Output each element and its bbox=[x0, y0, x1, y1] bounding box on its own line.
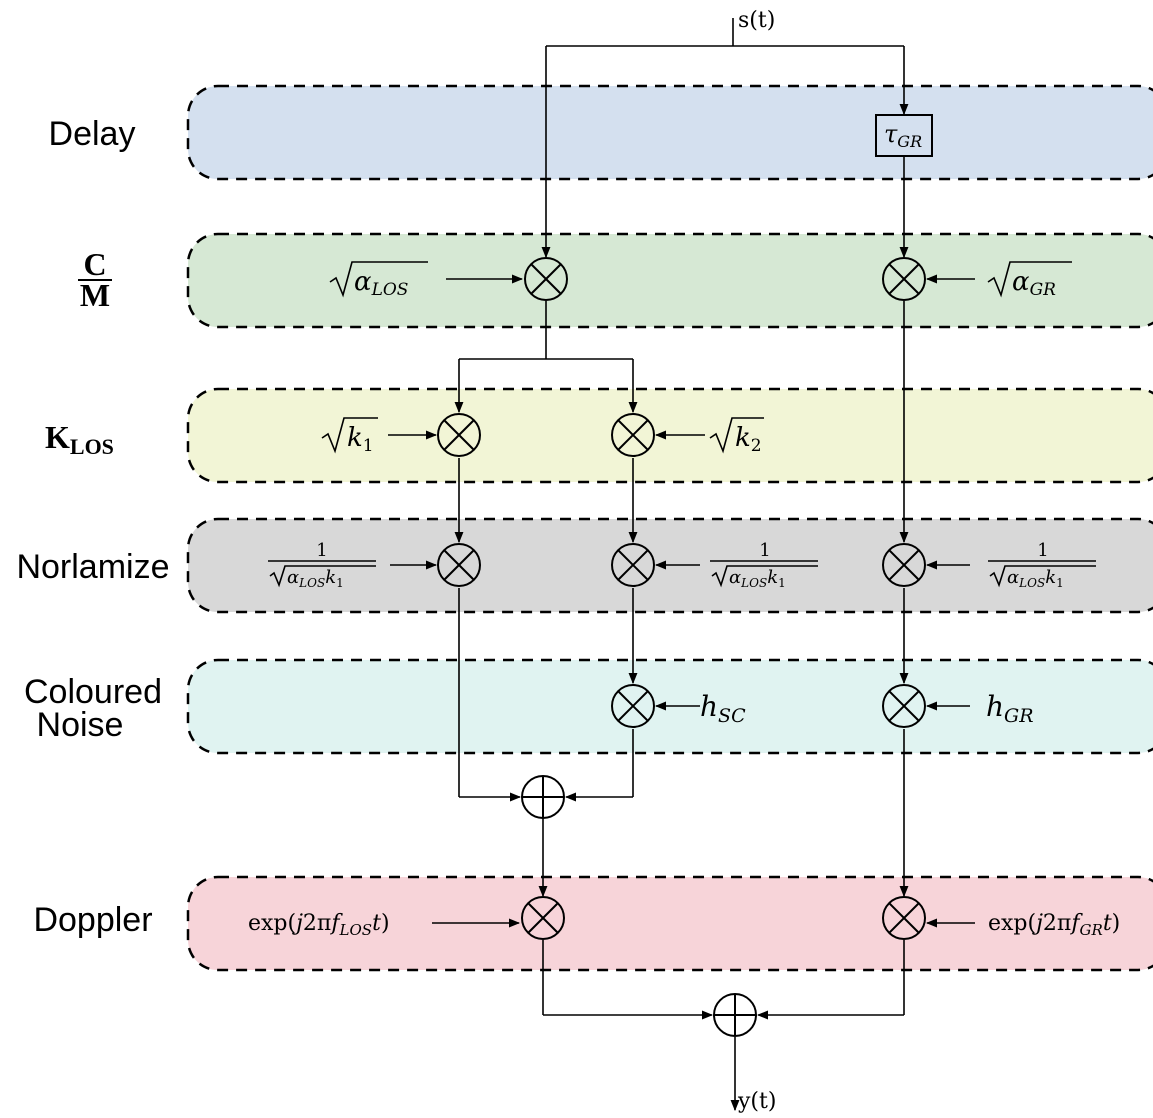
svg-text:αLOSk1: αLOSk1 bbox=[287, 567, 344, 590]
gain-doppler-los: exp(j2πfLOSt) bbox=[248, 911, 390, 939]
multiplier-icon bbox=[882, 684, 926, 728]
stage-label-doppler: Doppler bbox=[33, 901, 152, 939]
stage-label-coloured: Coloured bbox=[24, 673, 162, 711]
gain-sqrt-k2: k2 bbox=[709, 417, 764, 456]
multiplier-icon bbox=[524, 257, 568, 301]
delay-block bbox=[875, 114, 933, 157]
multiplier-icon bbox=[437, 543, 481, 587]
multiplier-icon bbox=[611, 543, 655, 587]
multiplier-icon bbox=[882, 257, 926, 301]
gain-h-gr: hGR bbox=[986, 690, 1034, 727]
svg-text:αLOSk1: αLOSk1 bbox=[1007, 567, 1064, 590]
stage-label-klos: KLOS bbox=[45, 419, 114, 459]
svg-text:αLOS: αLOS bbox=[354, 267, 408, 300]
output-label: y(t) bbox=[737, 1089, 776, 1114]
stage-label-cm-top: C bbox=[83, 246, 106, 282]
multiplier-icon bbox=[882, 896, 926, 940]
delay-block-label: τGR bbox=[884, 120, 922, 151]
multiplier-icon bbox=[611, 413, 655, 457]
svg-text:αGR: αGR bbox=[1012, 267, 1056, 300]
multiplier-icon bbox=[521, 896, 565, 940]
stage-label-noise: Noise bbox=[37, 706, 124, 744]
band-delay bbox=[186, 84, 1153, 181]
input-label: s(t) bbox=[738, 8, 775, 33]
gain-normalize-2: 1 αLOSk1 bbox=[710, 540, 818, 590]
adder-icon bbox=[521, 775, 565, 819]
stage-label-cm-bottom: M bbox=[80, 277, 110, 313]
gain-doppler-gr: exp(j2πfGRt) bbox=[988, 911, 1120, 939]
svg-text:k2: k2 bbox=[735, 423, 762, 456]
svg-text:1: 1 bbox=[759, 540, 770, 561]
svg-text:αLOSk1: αLOSk1 bbox=[729, 567, 786, 590]
gain-sqrt-alpha-gr: αGR bbox=[987, 261, 1072, 300]
stage-label-normalize: Norlamize bbox=[16, 548, 169, 586]
svg-text:k1: k1 bbox=[347, 423, 374, 456]
multiplier-icon bbox=[882, 543, 926, 587]
svg-text:1: 1 bbox=[1037, 540, 1048, 561]
band-cm bbox=[186, 232, 1153, 329]
gain-sqrt-alpha-los: αLOS bbox=[329, 261, 428, 300]
stage-label-delay: Delay bbox=[49, 115, 136, 153]
multiplier-icon bbox=[437, 413, 481, 457]
multiplier-icon bbox=[611, 684, 655, 728]
gain-normalize-3: 1 αLOSk1 bbox=[988, 540, 1096, 590]
adder-icon bbox=[713, 993, 757, 1037]
band-doppler bbox=[186, 875, 1153, 972]
svg-text:1: 1 bbox=[316, 540, 327, 561]
gain-h-sc: hSC bbox=[700, 690, 746, 727]
gain-sqrt-k1: k1 bbox=[321, 417, 378, 456]
gain-normalize-1: 1 αLOSk1 bbox=[268, 540, 376, 590]
